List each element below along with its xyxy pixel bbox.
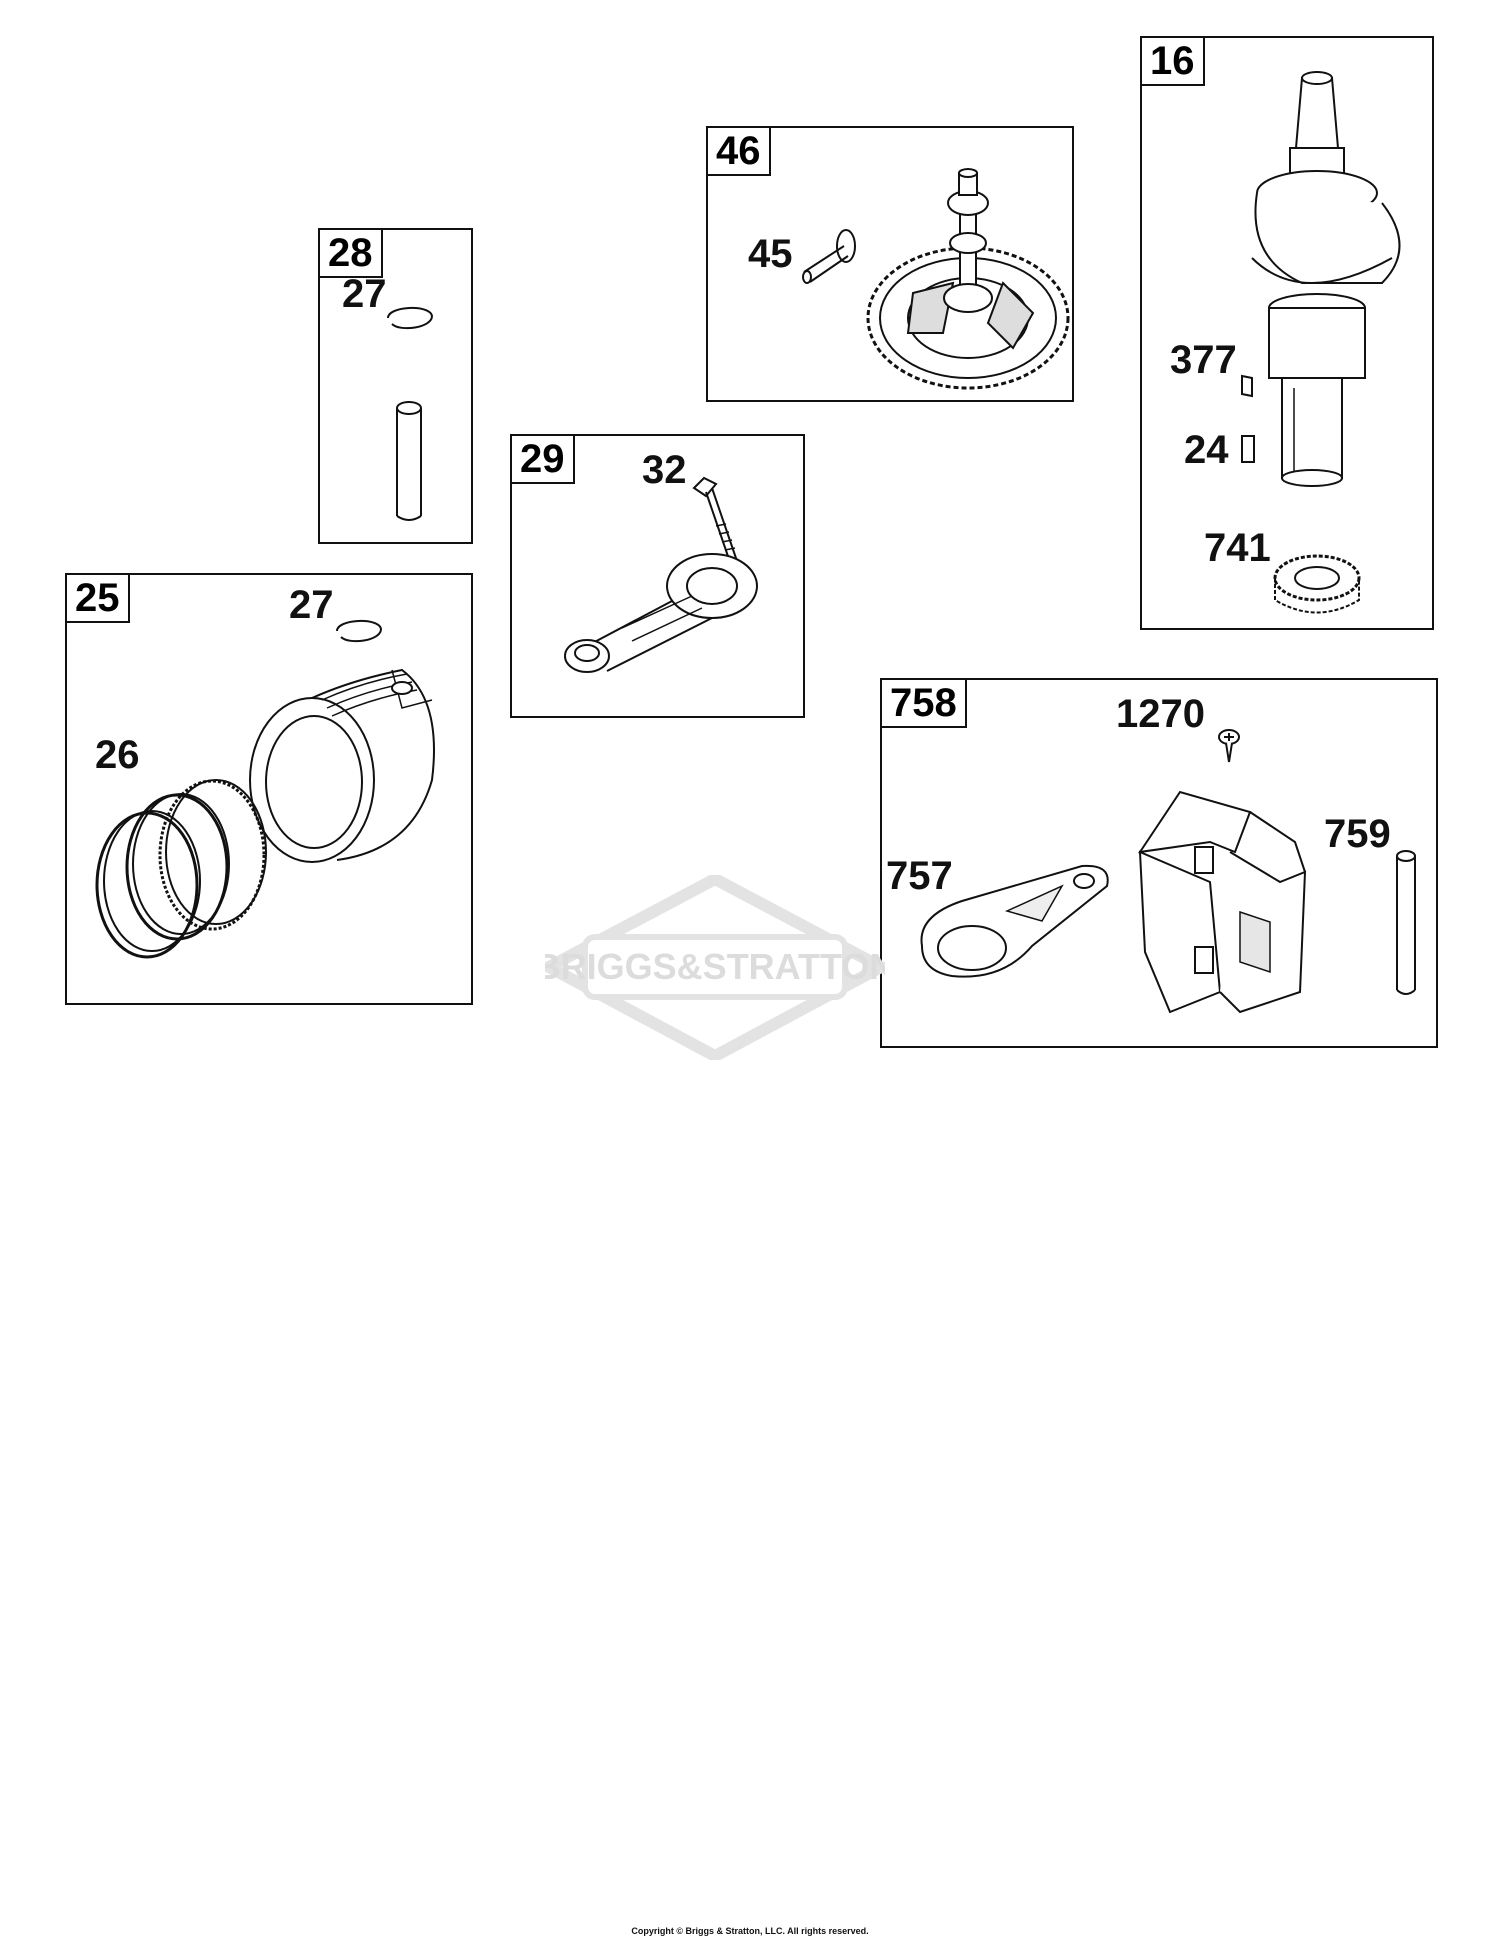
callout-1270: 1270 xyxy=(1116,692,1205,736)
group-label-16: 16 xyxy=(1140,36,1205,86)
group-label-28: 28 xyxy=(318,228,383,278)
balancer-weight-icon xyxy=(1110,772,1310,1022)
copyright-footer: Copyright © Briggs & Stratton, LLC. All … xyxy=(631,1926,869,1936)
dowel-pin-icon xyxy=(1394,850,1418,1000)
group-label-25: 25 xyxy=(65,573,130,623)
group-label-46: 46 xyxy=(706,126,771,176)
panel-46: 46 45 xyxy=(706,126,1074,402)
screw-icon xyxy=(1216,728,1242,764)
piston-pin-icon xyxy=(394,400,424,525)
group-label-758: 758 xyxy=(880,678,967,728)
timing-gear-icon xyxy=(1272,550,1362,620)
retaining-ring-icon xyxy=(380,298,440,338)
panel-25: 25 27 26 xyxy=(65,573,473,1005)
panel-28: 28 27 xyxy=(318,228,473,544)
callout-24: 24 xyxy=(1184,428,1229,472)
callout-759: 759 xyxy=(1324,812,1391,856)
panel-758: 758 1270 759 757 xyxy=(880,678,1438,1048)
callout-27: 27 xyxy=(342,272,387,316)
callout-741: 741 xyxy=(1204,526,1271,570)
brand-logo-icon: BRIGGS&STRATTON xyxy=(545,875,885,1060)
piston-icon xyxy=(242,660,442,870)
connecting-rod-icon xyxy=(562,546,762,676)
callout-377: 377 xyxy=(1170,338,1237,382)
balancer-link-icon xyxy=(912,856,1112,986)
lifter-icon xyxy=(796,228,866,288)
retaining-ring-icon xyxy=(329,611,389,651)
camshaft-gear-icon xyxy=(863,173,1073,398)
callout-45: 45 xyxy=(748,232,793,276)
key-icon xyxy=(1240,374,1256,398)
callout-27b: 27 xyxy=(289,583,334,627)
watermark-text: BRIGGS&STRATTON xyxy=(545,946,885,987)
panel-29: 29 32 xyxy=(510,434,805,718)
callout-757: 757 xyxy=(886,854,953,898)
key-icon xyxy=(1240,434,1256,464)
callout-32: 32 xyxy=(642,448,687,492)
group-label-29: 29 xyxy=(510,434,575,484)
piston-rings-icon xyxy=(87,775,267,965)
callout-26: 26 xyxy=(95,733,140,777)
crankshaft-icon xyxy=(1242,68,1422,508)
panel-16: 16 377 24 741 xyxy=(1140,36,1434,630)
